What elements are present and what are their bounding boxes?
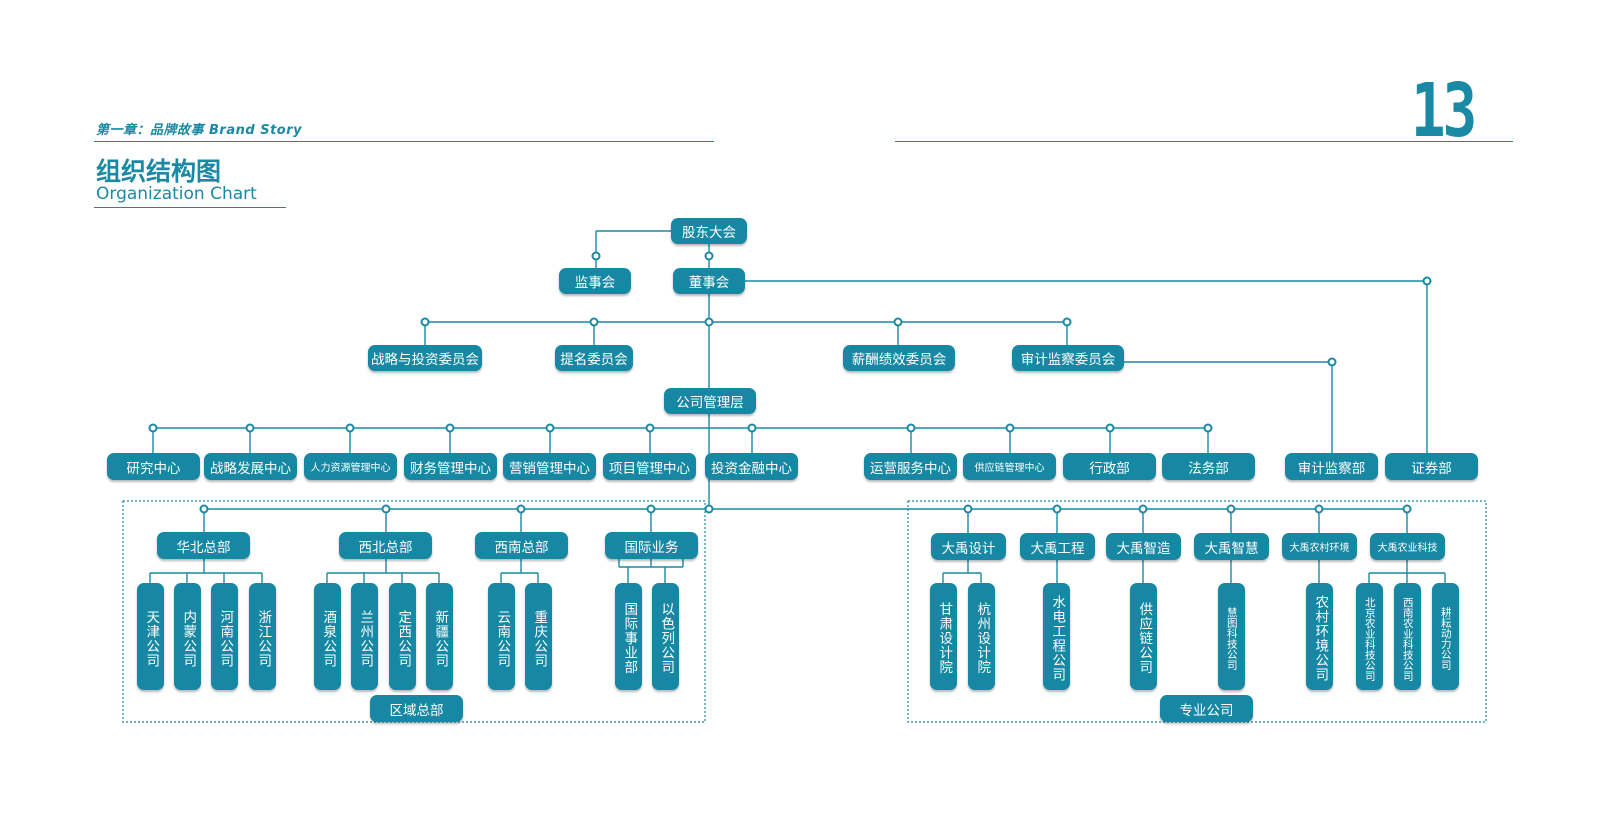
node-company-hangzhou-design: 杭州设计院 xyxy=(968,583,995,690)
connector-node xyxy=(381,504,391,514)
connector-node xyxy=(1327,357,1337,367)
node-center-operations: 运营服务中心 xyxy=(864,453,957,480)
node-center-hr: 人力资源管理中心 xyxy=(304,453,397,480)
node-center-project: 项目管理中心 xyxy=(603,453,696,480)
node-region-international: 国际业务 xyxy=(605,532,698,559)
connector-node xyxy=(1052,504,1062,514)
node-dept-legal: 法务部 xyxy=(1162,453,1255,480)
node-committee-audit: 审计监察委员会 xyxy=(1012,345,1124,371)
node-committee-nomination: 提名委员会 xyxy=(555,345,633,371)
connector-node xyxy=(1105,423,1115,433)
connector-node xyxy=(704,251,714,261)
connector-node xyxy=(1422,276,1432,286)
connector-node xyxy=(148,423,158,433)
node-company-tianjin: 天津公司 xyxy=(137,583,164,690)
node-company-gengyun-power: 耕耘动力公司 xyxy=(1432,583,1459,690)
node-center-investment: 投资金融中心 xyxy=(705,453,798,480)
chapter-heading: 第一章：品牌故事 Brand Story xyxy=(96,123,303,138)
node-dept-audit: 审计监察部 xyxy=(1285,453,1378,480)
node-pro-manufacturing: 大禹智造 xyxy=(1106,533,1181,560)
connector-node xyxy=(704,317,714,327)
node-shareholders: 股东大会 xyxy=(671,218,747,244)
node-center-research: 研究中心 xyxy=(107,453,200,480)
node-pro-rural-environment: 大禹农村环境 xyxy=(1282,533,1357,560)
page-number: 13 xyxy=(1410,68,1477,154)
node-company-hydropower: 水电工程公司 xyxy=(1043,583,1070,690)
node-region-north: 华北总部 xyxy=(157,532,250,559)
node-committee-strategy: 战略与投资委员会 xyxy=(368,345,482,371)
connector-node xyxy=(245,423,255,433)
node-company-international-division: 国际事业部 xyxy=(615,583,642,690)
node-company-xinjiang: 新疆公司 xyxy=(426,583,453,690)
node-company-beijing-agritech: 北京农业科技公司 xyxy=(1356,583,1383,690)
connector-node xyxy=(893,317,903,327)
connector-node xyxy=(420,317,430,327)
header-divider-right xyxy=(895,141,1513,142)
node-pro-smart: 大禹智慧 xyxy=(1194,533,1269,560)
connector-node xyxy=(199,504,209,514)
node-company-rural-environment: 农村环境公司 xyxy=(1306,583,1333,690)
node-company-dingxi: 定西公司 xyxy=(389,583,416,690)
node-company-neimeng: 内蒙公司 xyxy=(174,583,201,690)
node-company-gansu-design: 甘肃设计院 xyxy=(930,583,957,690)
node-company-huitu-tech: 慧图科技公司 xyxy=(1218,583,1245,690)
connector-node xyxy=(516,504,526,514)
node-center-supply-chain: 供应链管理中心 xyxy=(963,453,1056,480)
connector-node xyxy=(963,504,973,514)
connector-node xyxy=(1314,504,1324,514)
node-committee-compensation: 薪酬绩效委员会 xyxy=(843,345,955,371)
connector-node xyxy=(589,317,599,327)
node-company-israel: 以色列公司 xyxy=(652,583,679,690)
node-company-lanzhou: 兰州公司 xyxy=(351,583,378,690)
label-professional-companies: 专业公司 xyxy=(1160,695,1253,722)
node-region-southwest: 西南总部 xyxy=(475,532,568,559)
connector-node xyxy=(747,423,757,433)
node-supervisors: 监事会 xyxy=(559,268,631,294)
node-region-northwest: 西北总部 xyxy=(339,532,432,559)
connector-node xyxy=(1062,317,1072,327)
connector-node xyxy=(1402,504,1412,514)
connector-node xyxy=(1005,423,1015,433)
connector-node xyxy=(645,423,655,433)
page-title: 组织结构图 xyxy=(96,157,222,186)
node-pro-agritech: 大禹农业科技 xyxy=(1370,533,1445,560)
label-regional-headquarters: 区域总部 xyxy=(370,695,463,722)
connector-node xyxy=(646,504,656,514)
header-divider-left xyxy=(94,141,714,142)
connector-node xyxy=(704,504,714,514)
node-company-zhejiang: 浙江公司 xyxy=(249,583,276,690)
node-pro-design: 大禹设计 xyxy=(931,533,1006,560)
node-dept-securities: 证券部 xyxy=(1385,453,1478,480)
node-pro-engineering: 大禹工程 xyxy=(1020,533,1095,560)
page-subtitle: Organization Chart xyxy=(96,184,257,204)
node-board: 董事会 xyxy=(673,268,745,294)
node-company-supply-chain: 供应链公司 xyxy=(1130,583,1157,690)
connector-node xyxy=(591,251,601,261)
connector-node xyxy=(1226,504,1236,514)
node-company-henan: 河南公司 xyxy=(211,583,238,690)
connector-node xyxy=(445,423,455,433)
node-center-finance: 财务管理中心 xyxy=(404,453,497,480)
title-underline xyxy=(94,207,286,208)
node-center-marketing: 营销管理中心 xyxy=(503,453,596,480)
connector-node xyxy=(345,423,355,433)
node-company-chongqing: 重庆公司 xyxy=(525,583,552,690)
node-company-yunnan: 云南公司 xyxy=(488,583,515,690)
connector-node xyxy=(545,423,555,433)
node-center-strategy: 战略发展中心 xyxy=(204,453,297,480)
professional-group-border xyxy=(907,500,1487,723)
node-company-jiuquan: 酒泉公司 xyxy=(314,583,341,690)
connector-node xyxy=(906,423,916,433)
connector-node xyxy=(1203,423,1213,433)
regional-group-border xyxy=(122,500,706,723)
node-dept-admin: 行政部 xyxy=(1063,453,1156,480)
node-company-southwest-agritech: 西南农业科技公司 xyxy=(1394,583,1421,690)
connector-node xyxy=(1138,504,1148,514)
node-management: 公司管理层 xyxy=(664,388,756,414)
